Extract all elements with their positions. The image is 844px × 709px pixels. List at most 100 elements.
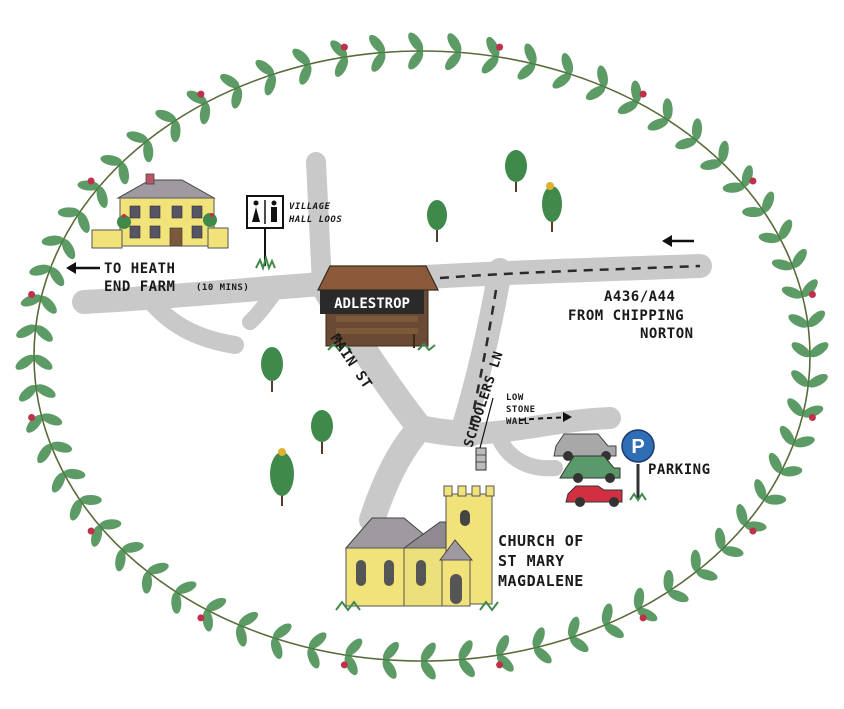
road-north bbox=[306, 152, 332, 294]
wreath-leaf-icon bbox=[637, 607, 658, 622]
arrow-right-icon-parking bbox=[519, 412, 572, 422]
wreath-leaf-icon bbox=[633, 587, 645, 610]
wreath-leaf-icon bbox=[788, 314, 809, 328]
wreath-leaf-icon bbox=[481, 56, 499, 74]
wreath-leaf-icon bbox=[171, 591, 182, 614]
wreath-leaf-icon bbox=[264, 74, 277, 96]
wreath-leaf-icon bbox=[292, 48, 311, 66]
wreath-leaf-icon bbox=[561, 53, 574, 75]
wreath-leaf-icon bbox=[37, 444, 52, 464]
wreath-leaf-icon bbox=[721, 546, 744, 557]
wreath-leaf-icon bbox=[16, 324, 37, 339]
wreath-leaf-icon bbox=[690, 549, 701, 572]
wreath-berry-icon bbox=[197, 90, 205, 98]
wreath-leaf-icon bbox=[700, 159, 722, 170]
wreath-leaf-icon bbox=[714, 527, 726, 550]
wreath-leaf-icon bbox=[238, 611, 259, 627]
wreath-leaf-icon bbox=[51, 472, 66, 493]
wreath-leaf-icon bbox=[524, 43, 537, 65]
parking-sign-icon: P bbox=[621, 429, 655, 502]
label-adlestrop: ADLESTROP bbox=[334, 296, 410, 312]
label-low-stone-wall-3: WALL bbox=[506, 417, 530, 427]
wreath-leaf-icon bbox=[691, 118, 703, 141]
wreath-leaf-icon bbox=[742, 207, 765, 218]
wreath-leaf-icon bbox=[496, 654, 514, 672]
wreath-berry-icon bbox=[28, 414, 36, 421]
wreath-leaf-icon bbox=[175, 581, 197, 594]
wreath-leaf-icon bbox=[667, 589, 689, 603]
wreath-leaf-icon bbox=[532, 627, 545, 649]
wreath-leaf-icon bbox=[26, 414, 43, 433]
wreath-leaf-icon bbox=[236, 624, 247, 647]
wreath-leaf-icon bbox=[96, 186, 108, 208]
wreath-leaf-icon bbox=[662, 98, 673, 121]
label-road-2: FROM CHIPPING bbox=[568, 308, 684, 324]
wreath-leaf-icon bbox=[141, 571, 153, 594]
wreath-leaf-icon bbox=[49, 267, 65, 287]
wreath-leaf-icon bbox=[29, 264, 51, 276]
wreath-leaf-icon bbox=[35, 384, 56, 398]
wreath-leaf-icon bbox=[807, 310, 826, 327]
wreath-leaf-icon bbox=[170, 120, 181, 143]
wreath-berry-icon bbox=[496, 43, 504, 51]
wreath-leaf-icon bbox=[118, 162, 130, 185]
arrow-left-icon-east bbox=[662, 235, 694, 247]
wreath-leaf-icon bbox=[255, 59, 275, 76]
wreath-leaf-icon bbox=[736, 504, 748, 526]
wreath-leaf-icon bbox=[762, 191, 775, 213]
wreath-leaf-icon bbox=[791, 342, 811, 358]
wreath-leaf-icon bbox=[57, 207, 80, 218]
label-church-1: CHURCH OF bbox=[498, 532, 584, 550]
wreath-leaf-icon bbox=[647, 118, 669, 131]
wreath-leaf-icon bbox=[675, 137, 697, 150]
wreath-berry-icon bbox=[197, 614, 205, 622]
road-branch-1 bbox=[141, 291, 244, 354]
toilets-sign-icon bbox=[246, 195, 284, 272]
wreath-leaf-icon bbox=[597, 65, 608, 88]
wreath-berry-icon bbox=[87, 177, 95, 185]
label-church-3: MAGDALENE bbox=[498, 572, 584, 590]
trees bbox=[261, 150, 562, 506]
arrow-left-icon bbox=[66, 262, 100, 274]
wreath-leaf-icon bbox=[299, 63, 312, 85]
wreath-leaf-icon bbox=[20, 294, 42, 307]
wreath-leaf-icon bbox=[617, 100, 638, 115]
wreath-leaf-icon bbox=[447, 33, 462, 53]
wreath-leaf-icon bbox=[792, 248, 807, 268]
wreath-leaf-icon bbox=[771, 259, 794, 271]
wreath-leaf-icon bbox=[307, 647, 320, 669]
wreath-leaf-icon bbox=[459, 658, 475, 678]
wreath-leaf-icon bbox=[791, 370, 809, 387]
wreath-leaf-icon bbox=[99, 519, 122, 530]
road-centre-line-2 bbox=[468, 289, 498, 429]
wreath-berry-icon bbox=[749, 527, 757, 535]
wreath-leaf-icon bbox=[604, 623, 624, 639]
wreath-leaf-icon bbox=[61, 239, 76, 260]
road-west bbox=[72, 272, 334, 314]
wreath-leaf-icon bbox=[15, 354, 35, 370]
church-icon bbox=[335, 485, 499, 612]
wreath-leaf-icon bbox=[807, 373, 828, 388]
wreath-leaf-icon bbox=[270, 637, 283, 659]
wreath-leaf-icon bbox=[569, 636, 589, 653]
road-to-church bbox=[359, 415, 433, 533]
wreath-leaf-icon bbox=[517, 63, 536, 80]
tree-icon bbox=[542, 182, 562, 232]
wreath-leaf-icon bbox=[408, 32, 424, 52]
car-icon bbox=[553, 433, 617, 461]
wreath-berry-icon bbox=[340, 43, 348, 51]
wreath-berry-icon bbox=[639, 90, 647, 98]
wreath-leaf-icon bbox=[41, 235, 64, 246]
wreath-leaf-icon bbox=[458, 640, 473, 660]
wreath-leaf-icon bbox=[272, 623, 292, 639]
wreath-leaf-icon bbox=[533, 646, 552, 664]
wreath-leaf-icon bbox=[155, 109, 177, 123]
wreath-leaf-icon bbox=[202, 609, 213, 632]
tree-icon bbox=[311, 410, 333, 454]
laurel-wreath bbox=[15, 32, 829, 680]
wreath-berry-icon bbox=[639, 614, 647, 622]
wreath-leaf-icon bbox=[77, 212, 90, 233]
wreath-leaf-icon bbox=[780, 466, 803, 477]
car-icon bbox=[559, 455, 621, 483]
label-road-1: A436/A44 bbox=[604, 289, 675, 305]
